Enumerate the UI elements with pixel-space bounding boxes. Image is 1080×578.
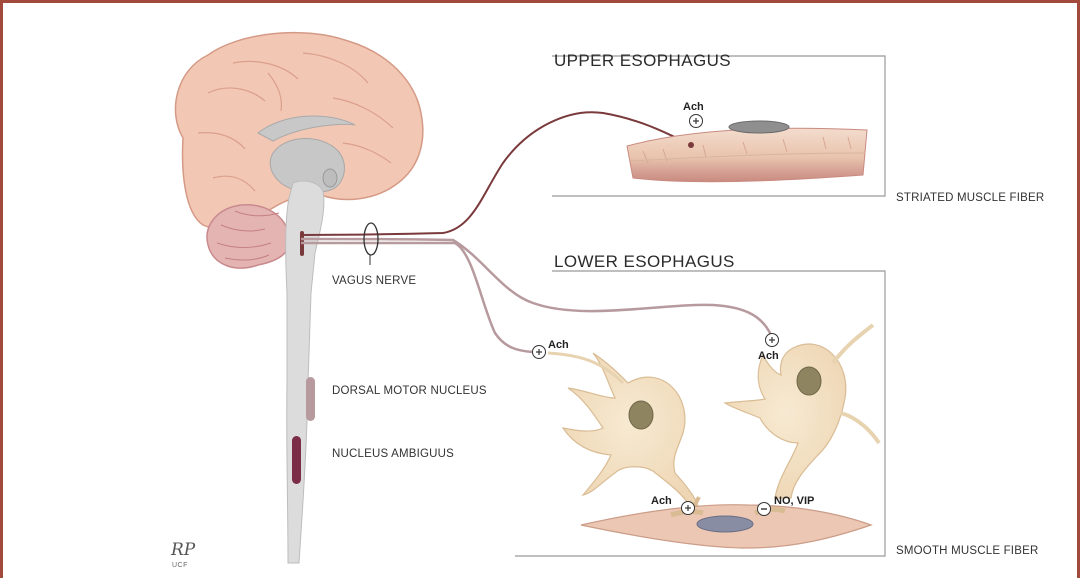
plus-symbol-left-neuron <box>533 346 546 359</box>
vagus-nerve-label: VAGUS NERVE <box>332 275 416 287</box>
striated-muscle-fiber-label: STRIATED MUSCLE FIBER <box>896 192 1044 204</box>
no-vip-label: NO, VIP <box>774 495 814 507</box>
left-enteric-neuron <box>548 353 699 508</box>
striated-motor-endplate <box>729 121 789 133</box>
plus-symbol-upper <box>690 115 703 128</box>
nucleus-ambiguus-swatch <box>292 436 301 484</box>
cerebellum <box>207 205 290 268</box>
diagram-canvas <box>3 3 1080 578</box>
minus-symbol-bottom <box>758 503 771 516</box>
nucleus-ambiguus-label: NUCLEUS AMBIGUUS <box>332 448 454 460</box>
ach-bottom-label: Ach <box>651 495 672 507</box>
ach-upper-label: Ach <box>683 101 704 113</box>
plus-symbol-right-neuron <box>766 334 779 347</box>
brain <box>175 33 422 563</box>
dorsal-motor-nucleus-label: DORSAL MOTOR NUCLEUS <box>332 385 487 397</box>
smooth-muscle-cell <box>581 505 871 548</box>
striated-muscle-layer <box>627 121 867 182</box>
plus-symbol-bottom <box>682 502 695 515</box>
lower-esophagus-label: LOWER ESOPHAGUS <box>554 252 735 272</box>
ach-right-neuron-label: Ach <box>758 350 779 362</box>
dorsal-motor-nucleus-swatch <box>306 377 315 421</box>
right-enteric-neuron <box>725 325 879 498</box>
smooth-muscle-fiber-label: SMOOTH MUSCLE FIBER <box>896 545 1038 557</box>
upper-esophagus-label: UPPER ESOPHAGUS <box>554 51 731 71</box>
ach-left-neuron-label: Ach <box>548 339 569 351</box>
upper-terminal <box>688 142 694 148</box>
artist-signature: RP <box>171 540 195 560</box>
artist-signature-org: UCF <box>172 562 188 569</box>
